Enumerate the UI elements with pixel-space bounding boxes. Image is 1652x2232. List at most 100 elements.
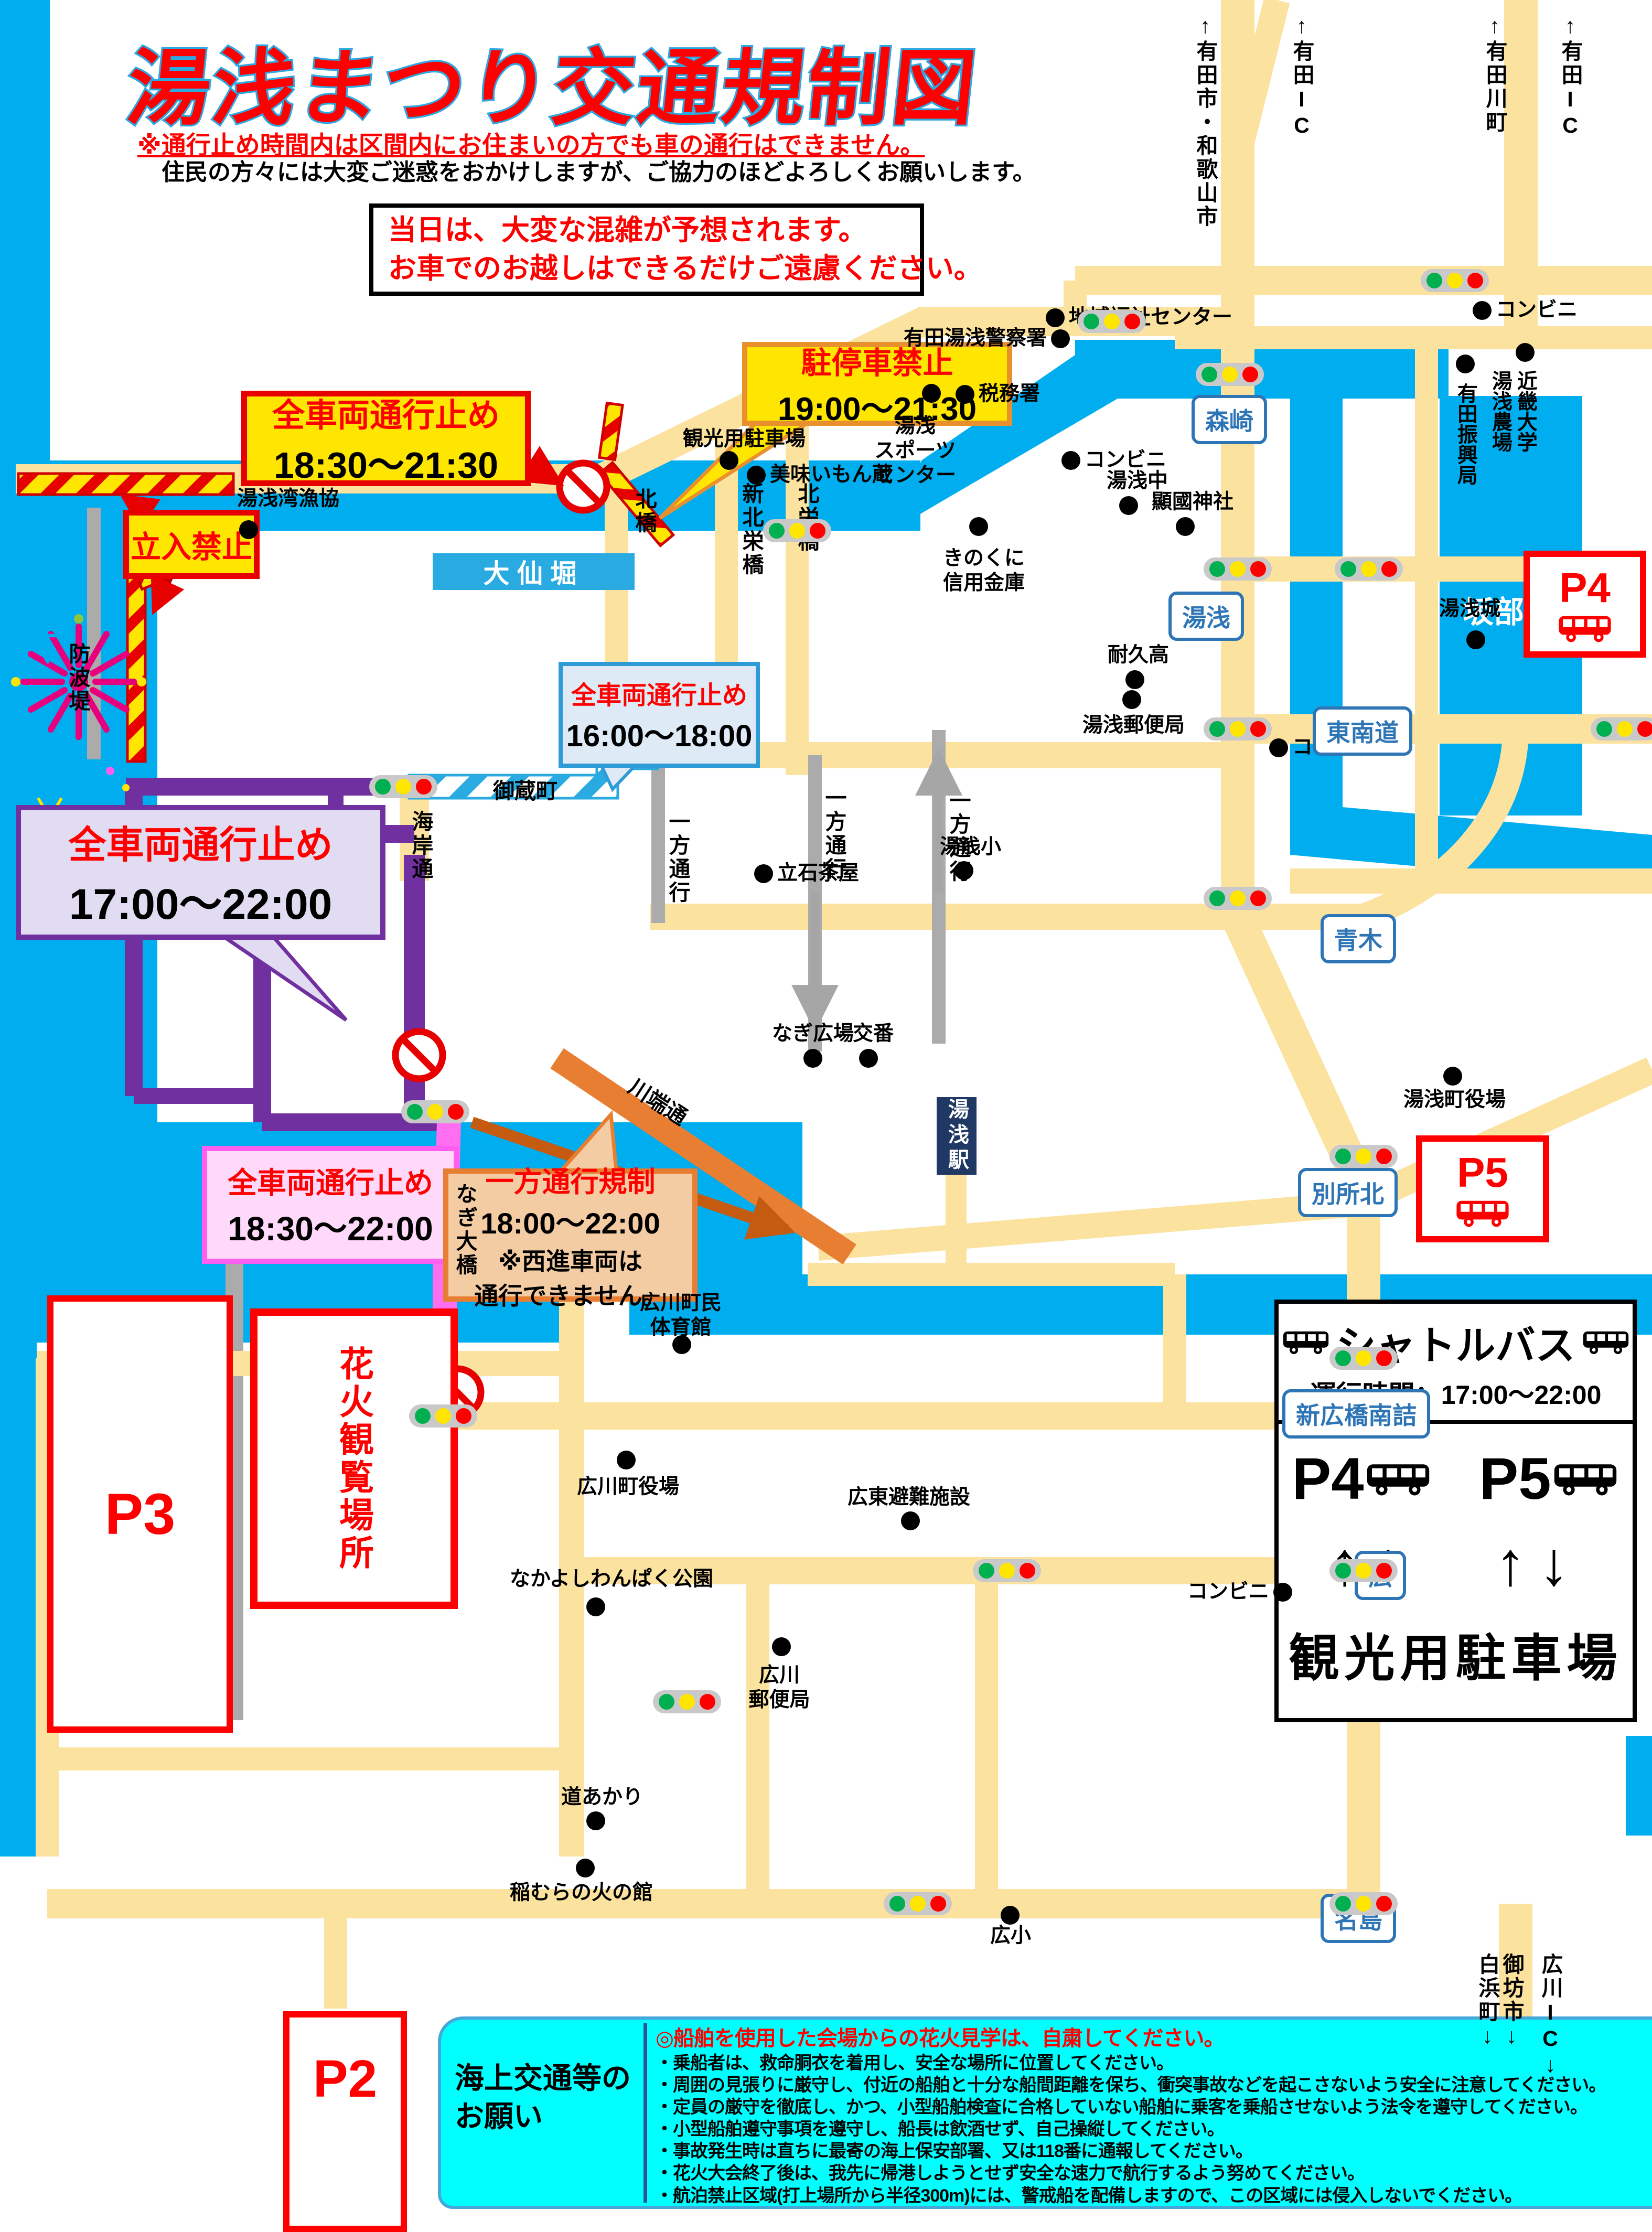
parking-p3: P3 xyxy=(47,1295,233,1733)
road-label: ↑有田市・和歌山市 xyxy=(1193,14,1217,229)
poi-dot xyxy=(1516,343,1535,362)
parking-p3-label: P3 xyxy=(104,1482,176,1547)
road-label: 一方通行 xyxy=(946,789,970,884)
signal-light xyxy=(1201,367,1217,382)
callout-title: 全車両通行止め xyxy=(571,682,747,710)
traffic-signal-icon xyxy=(1204,557,1272,581)
signal-light xyxy=(1637,721,1652,737)
callout-time: 18:00〜22:00 xyxy=(480,1207,660,1240)
sea-notice-line: ・花火大会終了後は、我先に帰港しようとせず安全な速力で航行するよう努めてください… xyxy=(656,2163,1365,2184)
sea-notice-title: 海上交通等の お願い xyxy=(441,2020,643,2206)
poi-dot xyxy=(720,451,738,470)
poi-label: 湯浅農場 xyxy=(1489,370,1512,452)
signal-light xyxy=(1355,1563,1371,1579)
traffic-signal-icon xyxy=(763,519,831,542)
callout-time: 18:30〜22:00 xyxy=(228,1210,433,1248)
callout-time: 16:00〜18:00 xyxy=(566,719,753,753)
callout-title: 駐停車禁止 xyxy=(801,346,953,380)
poi-label: 耐久高 xyxy=(1108,643,1170,667)
poi-dot xyxy=(956,385,974,404)
signal-light xyxy=(1229,890,1246,906)
shuttle-bus-info-box: シャトルバス 運行時間：17:00〜22:00 P4 P5 ↑↓ ↑↓ 観光用駐… xyxy=(1274,1300,1637,1722)
poi-dot xyxy=(617,1451,636,1469)
poi-dot xyxy=(772,1637,791,1656)
sea-notice-body: ◎船舶を使用した会場からの花火見学は、自粛してください。・乗船者は、救命胴衣を着… xyxy=(647,2020,1652,2206)
poi-label: 湯浅中 xyxy=(1107,469,1168,492)
poi-dot xyxy=(954,861,973,880)
sea-notice-line: ・乗船者は、救命胴衣を着用し、安全な場所に位置してください。 xyxy=(656,2053,1174,2073)
signal-light xyxy=(1376,1149,1392,1164)
signal-light xyxy=(930,1896,947,1912)
callout-title: 全車両通行止め xyxy=(228,1166,433,1199)
poi-label: コンビニ xyxy=(1496,298,1578,321)
signal-light xyxy=(1221,367,1238,382)
poi-dot xyxy=(747,466,766,485)
signal-light xyxy=(1335,1350,1351,1366)
road-label: 北橋 xyxy=(632,488,656,535)
signal-light xyxy=(768,523,785,539)
sea-notice-line: ・航泊禁止区域(打上場所から半径300m)には、警戒船を配備しますので、この区域… xyxy=(656,2185,1522,2206)
poi-dot xyxy=(1119,496,1138,515)
poi-label: 湯浅小 xyxy=(940,835,1002,859)
poi-dot xyxy=(1001,1906,1020,1925)
divider xyxy=(1279,1420,1633,1424)
poi-dot xyxy=(901,1511,920,1530)
signal-light xyxy=(374,779,391,795)
divider xyxy=(643,2023,647,2203)
signal-light xyxy=(789,523,805,539)
signal-light xyxy=(1335,1896,1351,1912)
traffic-signal-icon xyxy=(1329,1892,1398,1915)
poi-dot xyxy=(1473,301,1492,320)
oneway-streets-gray xyxy=(651,730,946,1051)
callout-note: ※西進車両は xyxy=(498,1248,642,1275)
title-note-1: ※通行止め時間内は区間内にお住まいの方でも車の通行はできません。 xyxy=(137,131,925,159)
poi-label: 顯國神社 xyxy=(1152,490,1234,513)
poi-label: なぎ広場 xyxy=(772,1022,854,1045)
fireworks-viewing-area: 花火観覧場所 xyxy=(250,1308,458,1609)
signal-light xyxy=(700,1694,716,1710)
road-label: 北栄橋 xyxy=(795,482,819,553)
signal-light xyxy=(406,1104,423,1120)
traffic-signal-icon xyxy=(369,775,437,798)
road-label: なぎ大橋 xyxy=(453,1183,477,1277)
signal-light xyxy=(1209,890,1225,906)
road-label: 御坊市↓ xyxy=(1499,1953,1524,2050)
junction-badge: 別所北 xyxy=(1298,1168,1398,1217)
poi-label: なかよしわんぱく公園 xyxy=(510,1568,714,1591)
congestion-warning-box: 当日は、大変な混雑が予想されます。 お車でのお越しはできるだけご遠慮ください。 xyxy=(369,203,982,296)
poi-dot xyxy=(1269,738,1288,757)
bus-icon xyxy=(1454,1197,1511,1229)
poi-label: 広川町役場 xyxy=(577,1475,680,1498)
callout-stop-1600-1800: 全車両通行止め 16:00〜18:00 xyxy=(559,662,760,768)
signal-light xyxy=(1250,561,1267,577)
traffic-signal-icon xyxy=(1329,1559,1398,1582)
signal-light xyxy=(810,523,826,539)
signal-light xyxy=(1209,561,1225,577)
poi-dot xyxy=(1443,1067,1462,1086)
road-label: 海岸通 xyxy=(409,810,433,881)
signal-light xyxy=(978,1563,994,1579)
sea-notice-line: ・周囲の見張りに厳守し、付近の船舶と十分な船間距離を保ち、衝突事故などを起こさな… xyxy=(656,2075,1606,2095)
road-label: 白浜町↓ xyxy=(1475,1953,1499,2050)
road-label: 一方通行 xyxy=(666,810,690,905)
traffic-signal-icon xyxy=(1335,557,1403,581)
shuttle-arrows-p5: ↑↓ xyxy=(1495,1529,1582,1598)
poi-label: 税務署 xyxy=(979,382,1040,405)
poi-dot xyxy=(859,1049,878,1068)
parking-p2: P2 xyxy=(283,2011,407,2232)
signal-light xyxy=(1596,721,1612,737)
signal-light xyxy=(679,1694,695,1710)
traffic-signal-icon xyxy=(1329,1347,1398,1370)
traffic-signal-icon xyxy=(653,1690,721,1713)
bus-icon xyxy=(1281,1328,1331,1356)
poi-label: 有田湯浅警察署 xyxy=(903,327,1047,350)
page-title: 湯浅まつり交通規制図 xyxy=(121,41,984,137)
poi-label: コンビニ xyxy=(1085,448,1167,471)
bus-icon xyxy=(1581,1328,1631,1356)
sea-traffic-notice-box: 海上交通等の お願い ◎船舶を使用した会場からの花火見学は、自粛してください。・… xyxy=(438,2016,1652,2209)
parking-p4-label: P4 xyxy=(1559,564,1611,611)
parking-p5-label: P5 xyxy=(1457,1149,1508,1196)
poi-label: 道あかり xyxy=(561,1786,643,1809)
road-label: ↑有田IC xyxy=(1290,14,1314,140)
signal-light xyxy=(1467,273,1484,288)
